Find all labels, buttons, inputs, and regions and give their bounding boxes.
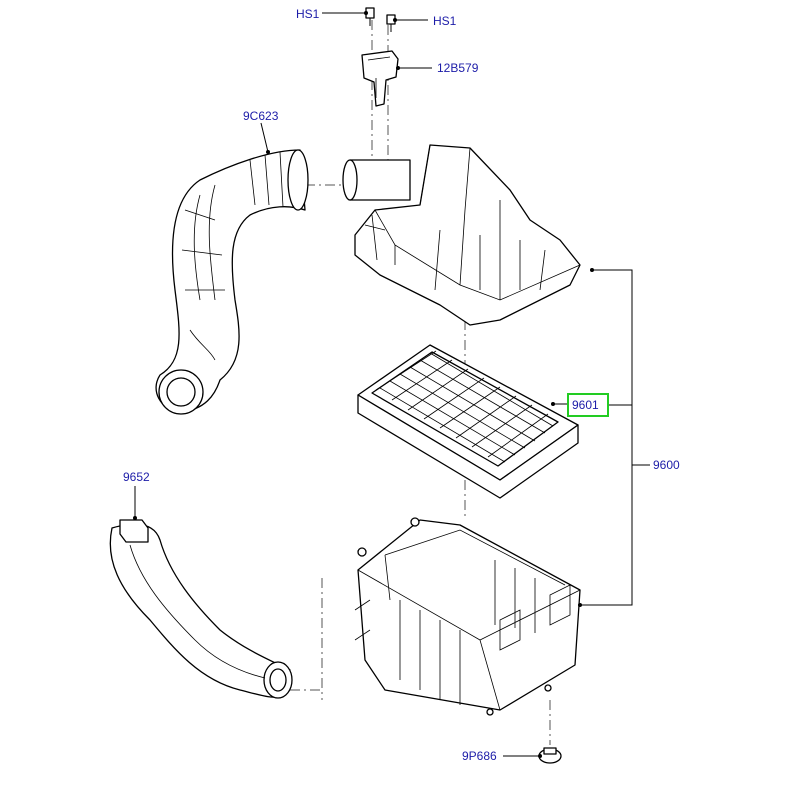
mass-air-flow-sensor[interactable] xyxy=(361,50,399,107)
label-hs1-right[interactable]: HS1 xyxy=(433,14,457,28)
upper-air-hose[interactable] xyxy=(155,149,309,415)
label-9601[interactable]: 9601 xyxy=(572,398,599,412)
lower-air-intake-pipe[interactable] xyxy=(109,519,293,699)
hs1-screw-right[interactable] xyxy=(386,14,396,32)
air-cleaner-cover[interactable] xyxy=(342,144,581,326)
label-hs1-left[interactable]: HS1 xyxy=(296,7,320,21)
label-9c623[interactable]: 9C623 xyxy=(243,109,279,123)
filter-pleats xyxy=(375,350,554,463)
grommet[interactable] xyxy=(538,747,562,764)
leader-lines xyxy=(133,11,650,758)
air-filter-element[interactable] xyxy=(357,344,579,499)
air-cleaner-housing[interactable] xyxy=(354,517,581,716)
hs1-screw-left[interactable] xyxy=(365,7,375,26)
highlight-box xyxy=(567,393,609,417)
label-9p686[interactable]: 9P686 xyxy=(462,749,497,763)
label-12b579[interactable]: 12B579 xyxy=(437,61,479,75)
label-9652[interactable]: 9652 xyxy=(123,470,150,484)
label-9600[interactable]: 9600 xyxy=(653,458,680,472)
